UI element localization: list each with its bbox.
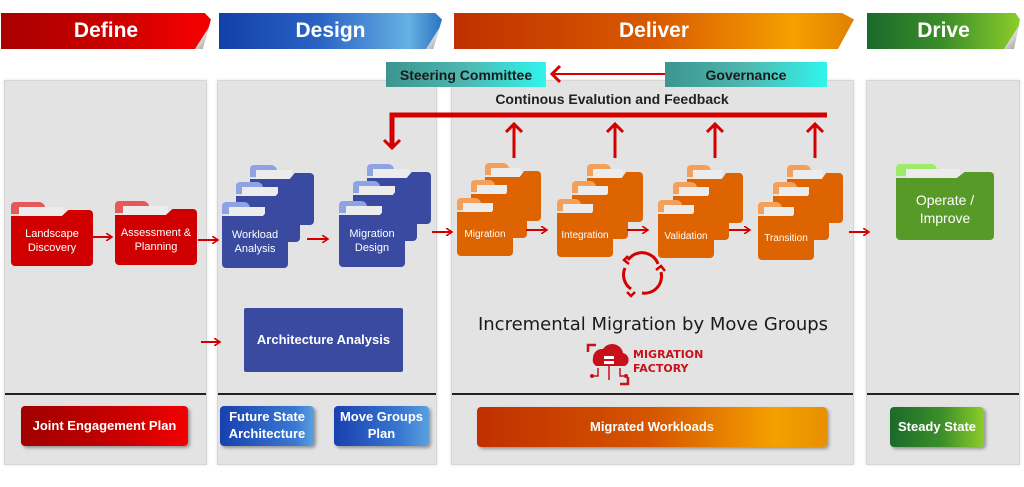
architecture-analysis-label: Architecture Analysis [256,332,391,348]
folder-icon: Workload Analysis [222,202,288,268]
deliverable-divider [5,393,206,395]
phase-ribbon-drive: Drive [867,13,1020,49]
phase-label: Deliver [618,19,690,42]
phase-ribbon-deliver: Deliver [454,13,854,49]
deliverable-steady-state: Steady State [890,407,984,447]
folder-icon: Validation [658,200,714,258]
deliverable-move-groups-plan: Move Groups Plan [334,406,429,446]
deliverable-label: Joint Engagement Plan [32,417,177,433]
step-label: Migration Design [349,227,395,254]
factory-line2: FACTORY [633,361,689,375]
deliverable-label: Migrated Workloads [589,418,714,434]
factory-line1: MIGRATION [633,348,704,361]
deliverable-joint-engagement-plan: Joint Engagement Plan [21,406,188,446]
deliverable-divider [218,393,436,395]
define-panel [4,80,207,465]
deliverable-divider [867,393,1019,395]
folder-assessment-planning: Assessment & Planning [115,201,197,265]
governance-label: Governance [705,66,787,83]
folder-icon: Migration Design [339,201,405,267]
phase-label: Define [73,19,139,42]
steering-committee-label: Steering Committee [399,66,533,83]
page-curl-icon [426,27,440,49]
step-label: Transition [764,232,808,244]
deliverable-divider [452,393,853,395]
folder-icon: Transition [758,202,814,260]
phase-label: Drive [917,19,970,42]
architecture-analysis-box: Architecture Analysis [244,308,403,372]
governance-box: Governance [665,62,827,87]
deliverable-label: Future State Architecture [228,409,306,441]
deliverable-label: Move Groups Plan [339,409,424,441]
page-curl-icon [195,27,209,49]
incremental-migration-label: Incremental Migration by Move Groups [477,314,829,335]
deliverable-future-state-architecture: Future State Architecture [220,406,314,446]
folder-icon: Migration [457,198,513,256]
folder-icon: Integration [557,199,613,257]
step-label: Operate / Improve [915,191,975,226]
feedback-label: Continous Evalution and Feedback [495,91,729,107]
step-label: Workload Analysis [231,228,279,255]
page-curl-icon [838,27,852,49]
steering-committee-box: Steering Committee [386,62,546,87]
phase-ribbon-design: Design [219,13,442,49]
phase-label: Design [295,19,366,42]
step-label: Integration [561,229,609,241]
step-label: Landscape Discovery [25,227,79,254]
migration-factory-logo-text: MIGRATION FACTORY [633,348,703,376]
page-curl-icon [1004,27,1018,49]
step-label: Assessment & Planning [120,226,192,253]
folder-landscape-discovery: Landscape Discovery [11,202,93,266]
folder-operate-improve: Operate / Improve [896,164,994,240]
step-label: Validation [664,230,708,242]
step-label: Migration [464,228,506,240]
deliverable-migrated-workloads: Migrated Workloads [477,407,827,447]
deliverable-label: Steady State [897,418,977,434]
drive-panel [866,80,1020,465]
phase-ribbon-define: Define [1,13,211,49]
